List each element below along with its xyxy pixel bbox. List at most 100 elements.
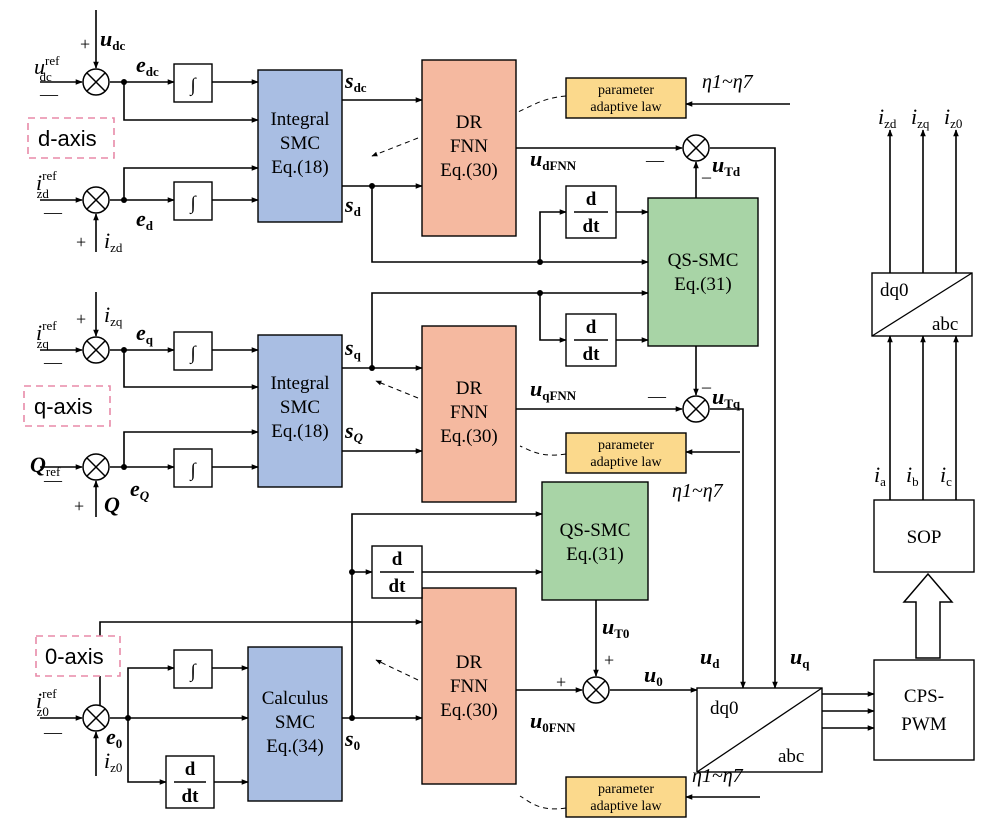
- svg-text:Eq.(34): Eq.(34): [266, 736, 324, 757]
- sign-minus-q: —: [43, 352, 63, 372]
- cps-pwm-block: CPS- PWM: [873, 659, 975, 761]
- label-s0: s0: [344, 726, 360, 753]
- junction-sq-deriv: [537, 290, 543, 296]
- wire-sq-qssmc: [371, 290, 649, 368]
- sign-minus-dc: —: [39, 84, 59, 104]
- hollow-arrow: [902, 572, 954, 659]
- label-iz0: iz0: [104, 748, 122, 775]
- junction-ed: [121, 197, 127, 203]
- label-eq: eq: [136, 320, 154, 347]
- svg-text:dt: dt: [182, 786, 200, 807]
- dash-param-q: [519, 445, 567, 456]
- sum-dc: [82, 68, 110, 96]
- svg-text:d: d: [586, 189, 597, 210]
- integral-smc-d-block: Integral SMC Eq.(18): [257, 69, 343, 223]
- sum-Tq: [682, 395, 710, 423]
- label-eta-3: η1~η7: [692, 765, 744, 787]
- svg-text:∫: ∫: [189, 343, 197, 365]
- svg-text:adaptive law: adaptive law: [590, 100, 662, 115]
- label-eta-1: η1~η7: [702, 71, 754, 93]
- wire-eQ-bypass: [123, 429, 259, 467]
- wire-sd-qssmc: [371, 186, 649, 265]
- dr-fnn-0-rect: [421, 587, 517, 785]
- svg-text:Eq.(31): Eq.(31): [566, 544, 624, 565]
- wire-sumq-ud: [710, 408, 746, 689]
- junction-eQ: [121, 464, 127, 470]
- svg-text:∫: ∫: [189, 661, 197, 683]
- svg-text:d: d: [392, 549, 403, 570]
- wire-s0-qssmc: [351, 511, 543, 718]
- integrator-dc: ∫: [173, 63, 213, 103]
- svg-text:DR: DR: [456, 112, 483, 133]
- deriv-q: d dt: [565, 313, 617, 367]
- deriv-d: d dt: [565, 185, 617, 239]
- axis-label-q: q-axis: [23, 385, 111, 427]
- svg-text:0-axis: 0-axis: [45, 644, 104, 669]
- sign-minus-d: —: [43, 202, 63, 222]
- svg-text:d: d: [586, 317, 597, 338]
- svg-text:d-axis: d-axis: [38, 126, 97, 151]
- sign-minus-Q: —: [43, 470, 63, 490]
- dq0-abc-top: dq0 abc: [871, 272, 973, 337]
- label-izd: izd: [104, 228, 123, 255]
- label-ut0: uT0: [602, 614, 629, 641]
- sign-minus-0: —: [43, 722, 63, 742]
- integral-smc-d-rect: [257, 69, 343, 223]
- svg-text:abc: abc: [932, 314, 958, 335]
- label-sdc: sdc: [344, 68, 367, 95]
- svg-text:FNN: FNN: [450, 676, 488, 697]
- deriv-0-upper: d dt: [371, 545, 423, 599]
- label-out-izd: izd: [878, 104, 897, 131]
- svg-text:dt: dt: [583, 344, 601, 365]
- label-ed: ed: [136, 206, 154, 233]
- label-ic: ic: [940, 462, 952, 489]
- label-uq: uq: [790, 644, 810, 671]
- svg-text:SOP: SOP: [907, 527, 942, 548]
- junction-sq: [369, 365, 375, 371]
- junction-sd-deriv: [537, 259, 543, 265]
- label-sq: sq: [344, 335, 362, 362]
- label-eQ: eQ: [130, 476, 150, 503]
- dash-fnn-smc-q: [375, 380, 419, 399]
- svg-text:Integral: Integral: [270, 109, 329, 130]
- wire-edc-bypass: [123, 82, 259, 123]
- dr-fnn-d-block: DR FNN Eq.(30): [421, 59, 517, 237]
- svg-text:QS-SMC: QS-SMC: [560, 520, 631, 541]
- junction-s0-deriv: [349, 569, 355, 575]
- svg-text:Calculus: Calculus: [262, 688, 329, 709]
- label-uqfnn: uqFNN: [530, 376, 577, 403]
- label-eta-2: η1~η7: [672, 480, 724, 502]
- dr-fnn-q-rect: [421, 325, 517, 503]
- svg-text:DR: DR: [456, 652, 483, 673]
- wire-e0-int: [127, 665, 175, 718]
- integrator-Q: ∫: [173, 448, 213, 488]
- label-ud: ud: [700, 644, 720, 671]
- sign-plus-q: +: [76, 309, 86, 329]
- sign-plus-T0-top: +: [604, 650, 614, 670]
- junction-eq: [121, 347, 127, 353]
- parameter-law-d: parameter adaptive law: [565, 77, 687, 119]
- parameter-law-0: parameter adaptive law: [565, 776, 687, 818]
- dash-param-0: [519, 795, 567, 810]
- integrator-q: ∫: [173, 331, 213, 371]
- sum-T0: [582, 676, 610, 704]
- wire-eq-bypass: [123, 350, 259, 390]
- integrator-d: ∫: [173, 181, 213, 221]
- label-e0: e0: [106, 724, 122, 751]
- integrator-0: ∫: [173, 649, 213, 689]
- qs-smc-dq-block: QS-SMC Eq.(31): [647, 197, 759, 347]
- svg-text:DR: DR: [456, 378, 483, 399]
- svg-text:FNN: FNN: [450, 402, 488, 423]
- sum-d: [82, 186, 110, 214]
- dash-param-d: [507, 95, 567, 117]
- label-out-iz0: iz0: [944, 104, 962, 131]
- sum-0: [82, 704, 110, 732]
- junction-e0-int: [125, 715, 131, 721]
- svg-text:∫: ∫: [189, 460, 197, 482]
- label-izq: izq: [104, 302, 123, 329]
- wire-sd-deriv: [539, 209, 567, 262]
